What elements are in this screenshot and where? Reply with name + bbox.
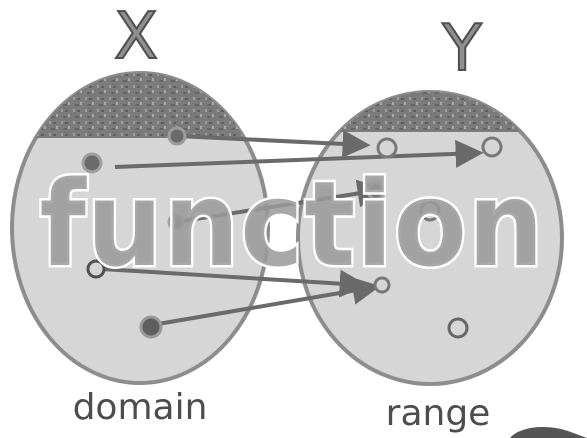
function-overlay-text: function <box>40 155 545 293</box>
domain-point <box>167 126 187 146</box>
domain-point <box>139 315 163 339</box>
domain-point <box>167 213 185 231</box>
range-point <box>366 181 386 201</box>
range-set-label: Y <box>441 12 482 86</box>
domain-point <box>81 152 103 174</box>
mapping-arrow <box>175 179 386 224</box>
corner-shadow <box>510 426 587 438</box>
mapping-arrow <box>114 139 484 169</box>
range-point <box>376 137 398 159</box>
mapping-arrow <box>157 276 381 326</box>
domain-set-label: X <box>114 0 158 74</box>
range-point <box>373 276 391 294</box>
range-noise-band <box>298 92 562 132</box>
mapping-arrow <box>176 129 371 158</box>
mapping-arrow <box>101 267 368 298</box>
range-point <box>447 317 469 339</box>
range-point <box>419 200 441 222</box>
range-point <box>481 136 503 158</box>
range-caption: range <box>386 393 491 434</box>
domain-noise-band <box>12 73 268 138</box>
domain-point <box>86 259 106 279</box>
domain-caption: domain <box>73 387 208 428</box>
